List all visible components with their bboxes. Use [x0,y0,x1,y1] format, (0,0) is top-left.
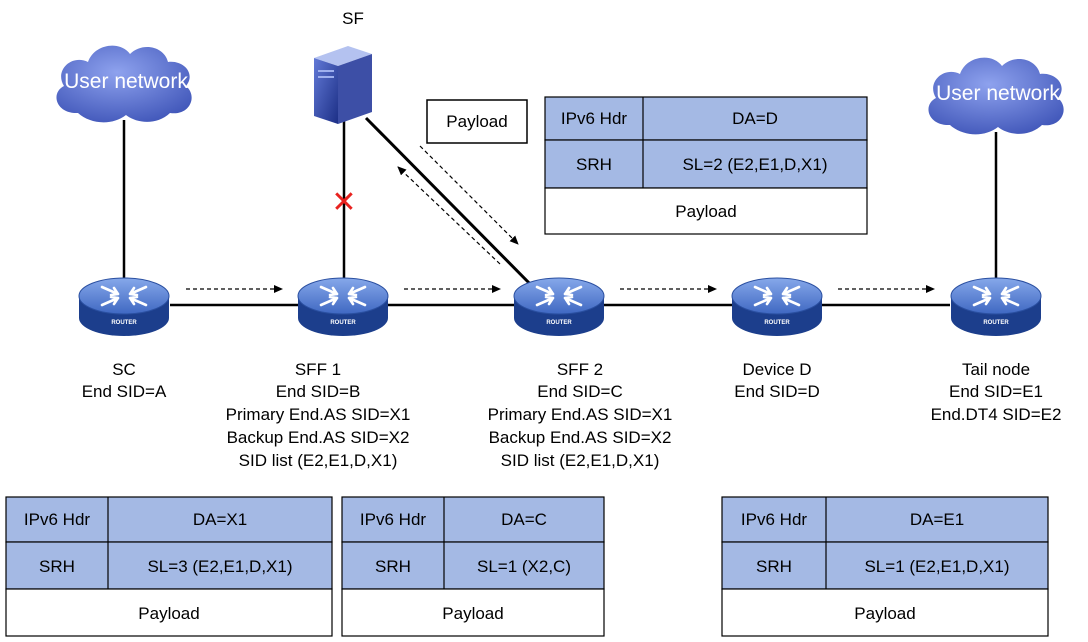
packet-table-deviced-tail: IPv6 Hdr DA=E1 SRH SL=1 (E2,E1,D,X1) Pay… [721,496,1049,637]
routers: ROUTER ROUTER ROUTER ROUTER ROUTER [78,277,1042,336]
user-network-cloud-right: User network [928,57,1064,135]
node-deviced-labels: Device D End SID=D [734,360,820,401]
node-tail-labels: Tail node End SID=E1 End.DT4 SID=E2 [931,360,1062,424]
router-sc: ROUTER [78,277,170,336]
node-label-line: Device D [743,360,812,379]
payload-label: Payload [675,202,736,221]
fault-mark-icon: ✕ [331,186,356,219]
node-label-line: SID list (E2,E1,D,X1) [239,451,398,470]
sf-server: SF [314,9,372,124]
flow-arrow-to-sf [397,166,501,265]
node-label-line: Primary End.AS SID=X1 [488,405,673,424]
node-label-line: End SID=C [537,382,623,401]
router-badge-label: ROUTER [330,320,356,326]
router-badge-label: ROUTER [764,320,790,326]
da-value: DA=X1 [193,510,247,529]
node-sff1-labels: SFF 1 End SID=B Primary End.AS SID=X1 Ba… [226,360,411,470]
node-sff2-labels: SFF 2 End SID=C Primary End.AS SID=X1 Ba… [488,360,673,470]
node-label-line: Tail node [962,360,1030,379]
da-value: DA=D [732,109,778,128]
packet-table-sff1-sff2: IPv6 Hdr DA=C SRH SL=1 (X2,C) Payload [341,496,605,637]
router-device-d: ROUTER [731,277,823,336]
flow-arrows [186,145,935,293]
node-label-line: End SID=B [276,382,361,401]
srh-label: SRH [576,155,612,174]
sl-value: SL=1 (X2,C) [477,557,571,576]
user-network-cloud-left: User network [56,45,192,123]
node-label-line: End SID=E1 [949,382,1043,401]
node-label-line: SID list (E2,E1,D,X1) [501,451,660,470]
router-sff1: ROUTER [297,277,389,336]
cloud-label: User network [64,70,188,93]
payload-label: Payload [442,604,503,623]
ipv6-hdr-label: IPv6 Hdr [741,510,807,529]
router-tail-node: ROUTER [950,277,1042,336]
packet-table-top: IPv6 Hdr DA=D SRH SL=2 (E2,E1,D,X1) Payl… [544,96,868,235]
node-label-line: SFF 2 [557,360,603,379]
node-label-line: Backup End.AS SID=X2 [227,428,410,447]
srh-label: SRH [39,557,75,576]
srh-label: SRH [756,557,792,576]
da-value: DA=E1 [910,510,964,529]
node-label-line: SC [112,360,136,379]
sl-value: SL=2 (E2,E1,D,X1) [682,155,827,174]
node-label-line: SFF 1 [295,360,341,379]
server-icon [314,46,372,124]
node-label-line: End.DT4 SID=E2 [931,405,1062,424]
router-badge-label: ROUTER [546,320,572,326]
da-value: DA=C [501,510,547,529]
node-label-line: End SID=D [734,382,820,401]
node-label-line: End SID=A [82,382,167,401]
router-badge-label: ROUTER [111,320,137,326]
node-label-line: Backup End.AS SID=X2 [489,428,672,447]
payload-label: Payload [138,604,199,623]
payload-label: Payload [854,604,915,623]
payload-box: Payload [426,99,528,144]
sf-label: SF [342,9,364,28]
packet-table-sc-sff1: IPv6 Hdr DA=X1 SRH SL=3 (E2,E1,D,X1) Pay… [5,496,333,637]
sl-value: SL=3 (E2,E1,D,X1) [147,557,292,576]
ipv6-hdr-label: IPv6 Hdr [360,510,426,529]
router-sff2: ROUTER [513,277,605,336]
link-sf-sff2 [364,116,540,294]
cloud-icon [928,57,1064,135]
cloud-icon [56,45,192,123]
cloud-label: User network [936,82,1060,105]
ipv6-hdr-label: IPv6 Hdr [561,109,627,128]
ipv6-hdr-label: IPv6 Hdr [24,510,90,529]
payload-box-label: Payload [446,112,507,131]
srh-label: SRH [375,557,411,576]
links [122,116,998,307]
router-badge-label: ROUTER [983,320,1009,326]
sl-value: SL=1 (E2,E1,D,X1) [864,557,1009,576]
flow-arrow-to-sff2 [419,145,519,245]
node-label-line: Primary End.AS SID=X1 [226,405,411,424]
node-sc-labels: SC End SID=A [82,360,167,401]
